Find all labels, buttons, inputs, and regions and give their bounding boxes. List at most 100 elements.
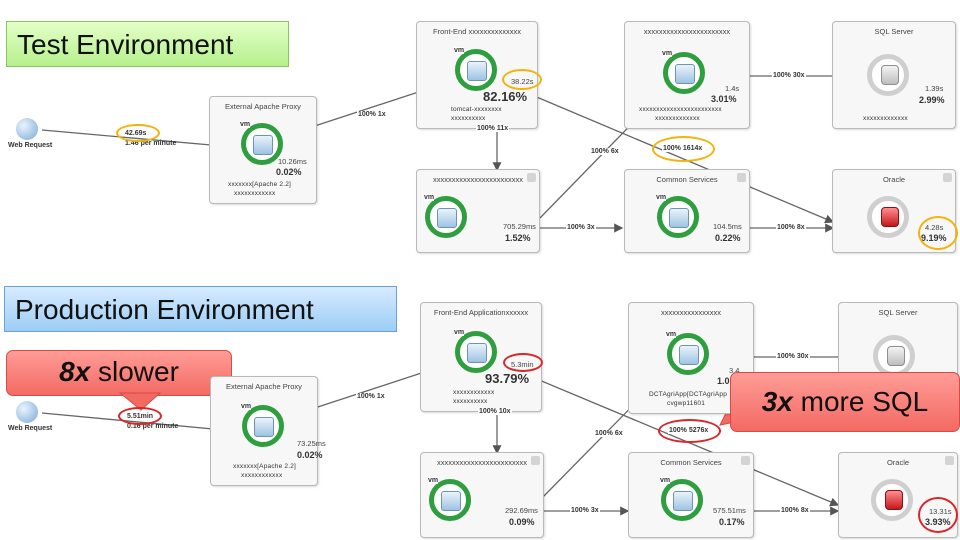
health-ring: vm [454,47,497,91]
node-subtitle: xxxxxxx[Apache 2.2] [233,463,297,470]
java-icon [467,343,487,363]
vm-icon: vm [656,194,667,201]
node-title: Oracle [886,458,910,467]
prod-bottom-node[interactable]: xxxxxxxxxxxxxxxxxxxxxxxx vm 292.69ms 0.0… [420,452,544,538]
node-percent: 0.09% [509,517,535,527]
prod-edge-bottom-common-label: 100% 3x [570,507,600,514]
prod-proxy-node[interactable]: External Apache Proxy vm 73.25ms 0.02% x… [210,376,326,486]
node-title: External Apache Proxy [225,102,301,111]
node-subtitle-2: xxxxxxxxxxxxx [655,115,700,122]
prod-edge-java-sql-label: 100% 30x [776,353,810,360]
test-sql-node[interactable]: SQL Server 1.39s 2.99% xxxxxxxxxxxxx [832,21,956,129]
prod-oracle-highlight [918,497,958,533]
node-percent: 0.17% [719,517,745,527]
node-time: 73.25ms [297,439,326,448]
node-percent: 93.79% [485,371,530,386]
server-icon [254,417,274,437]
vm-icon: vm [660,477,671,484]
sql-server-icon [881,65,899,85]
test-frontend-time-highlight [502,69,542,90]
server-icon [253,135,273,155]
prod-common-node[interactable]: Common Services vm 575.51ms 0.17% [628,452,754,538]
globe-icon [16,118,38,140]
health-ring [871,479,913,521]
prod-sql-count-highlight [658,419,721,443]
expand-icon[interactable] [741,456,750,465]
node-subtitle-2: xxxxxxxxxx [451,115,486,122]
vm-icon: vm [454,47,465,54]
vm-icon: vm [454,329,465,336]
node-title: xxxxxxxxxxxxxxxxxxxxxxxx [437,458,527,467]
web-request-label: Web Request [8,425,53,432]
health-ring: vm [241,403,284,447]
health-ring: vm [428,477,471,521]
expand-icon[interactable] [943,173,952,182]
node-subtitle-2: xxxxxxxxxx [453,398,488,405]
health-ring: vm [454,329,497,373]
node-subtitle-2: cvgwp11601 [667,400,706,407]
health-ring: vm [240,121,283,165]
health-ring [867,196,909,238]
node-percent: 0.22% [715,233,741,243]
test-proxy-node[interactable]: External Apache Proxy vm 10.26ms 0.02% x… [209,96,317,204]
java-icon [679,345,699,365]
node-title: Front-End xxxxxxxxxxxxxx [433,27,521,36]
node-title: xxxxxxxxxxxxxxxx [661,308,721,317]
node-time: 3.4 [729,366,740,375]
expand-icon[interactable] [527,173,536,182]
expand-icon[interactable] [737,173,746,182]
node-subtitle: xxxxxxx[Apache 2.2] [228,181,292,188]
test-edge-common-oracle-label: 100% 8x [776,224,806,231]
node-subtitle: xxxxxxxxxxxxxxxxxxxxxxxx [639,106,722,113]
test-java-node[interactable]: xxxxxxxxxxxxxxxxxxxxxxx vm 1.4s 3.01% xx… [624,21,750,129]
test-web-request-rate: 1.46 per minute [125,140,177,147]
vm-icon: vm [662,50,673,57]
node-subtitle: DCTAgriApp[DCTAgriApp [649,391,728,398]
node-title: xxxxxxxxxxxxxxxxxxxxxxxx [433,175,523,184]
node-percent: 1.52% [505,233,531,243]
test-edge-bottom-common-label: 100% 3x [566,224,596,231]
node-time: 10.26ms [278,157,307,166]
expand-icon[interactable] [531,456,540,465]
more-sql-callout: 3x more SQL [730,372,960,432]
test-bottom-node[interactable]: xxxxxxxxxxxxxxxxxxxxxxxx vm 705.29ms 1.5… [416,169,540,253]
node-subtitle: xxxxxxxxxxxxx [863,115,908,122]
test-edge-bottom-java-label: 100% 6x [590,148,620,155]
sql-server-icon [887,346,905,366]
prod-edge-bottom-java-label: 100% 6x [594,430,624,437]
test-sql-count-highlight [652,136,715,162]
node-title: xxxxxxxxxxxxxxxxxxxxxxx [643,27,731,36]
node-subtitle-2: xxxxxxxxxxxx [241,472,283,479]
health-ring: vm [656,194,699,238]
prod-web-request-highlight [118,407,162,425]
node-title: Oracle [882,175,906,184]
test-edge-java-sql-label: 100% 30x [772,72,806,79]
test-common-node[interactable]: Common Services vm 104.5ms 0.22% [624,169,750,253]
node-time: 1.39s [925,84,944,93]
java-icon [675,64,695,84]
node-percent: 82.16% [483,89,528,104]
test-edge-proxy-frontend-label: 100% 1x [357,111,387,118]
node-title: SQL Server [878,308,918,317]
callout-text: slower [90,356,179,387]
health-ring: vm [662,50,705,94]
node-title: SQL Server [874,27,914,36]
node-time: 1.4s [725,84,740,93]
node-percent: 2.99% [919,95,945,105]
node-title: Common Services [656,175,718,184]
node-subtitle: xxxxxxxxxxxx [453,389,495,396]
health-ring: vm [424,194,467,238]
expand-icon[interactable] [945,456,954,465]
node-subtitle: tomcat-xxxxxxxx [451,106,502,113]
health-ring [873,335,915,377]
prod-oracle-node[interactable]: Oracle 13.31s 3.93% [838,452,958,538]
node-title: Common Services [660,458,722,467]
node-subtitle-2: xxxxxxxxxxxx [234,190,276,197]
test-web-request-highlight [116,124,160,142]
callout-text: more SQL [792,386,929,417]
vm-icon: vm [666,331,677,338]
service-icon [669,208,689,228]
globe-icon [16,401,38,423]
prod-frontend-time-highlight [503,353,543,372]
